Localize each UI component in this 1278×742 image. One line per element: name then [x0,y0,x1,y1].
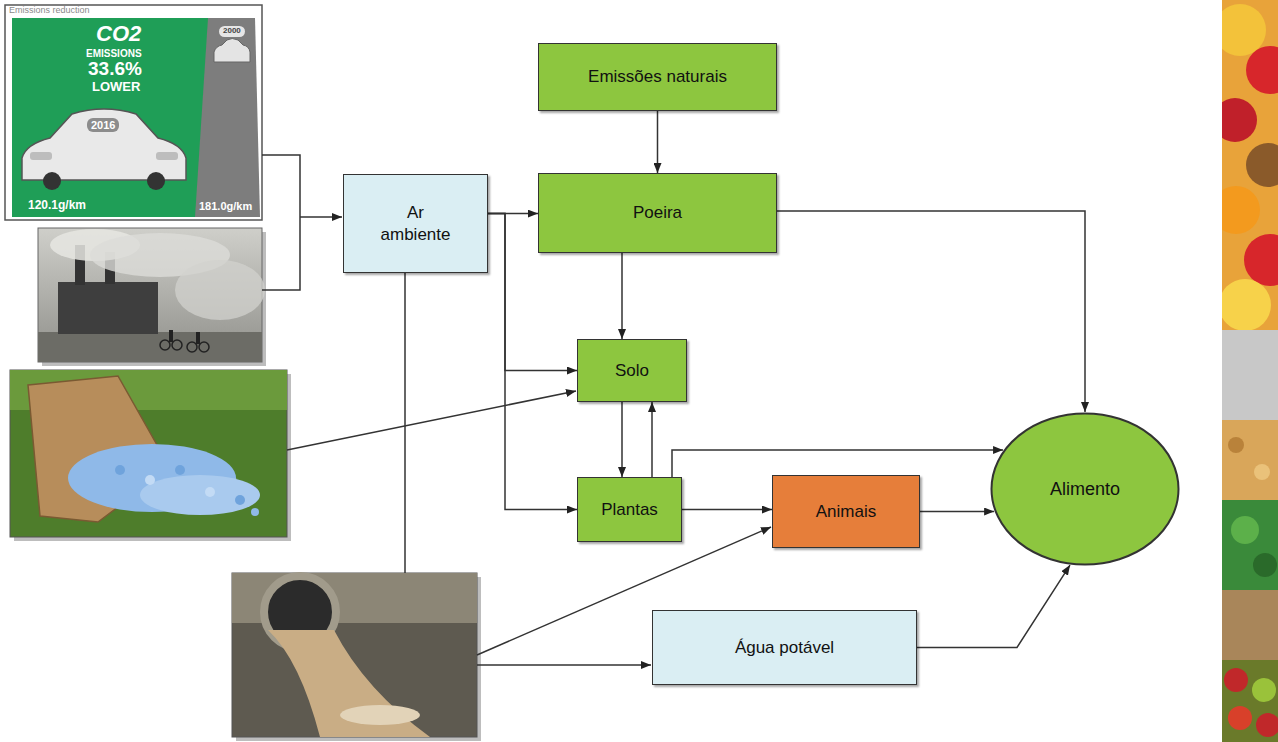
flow-arrow [657,111,659,173]
granule [145,475,155,485]
apple [1256,713,1278,737]
year-tag: 2000 [219,26,245,37]
apple [1224,668,1248,692]
headlight [156,152,178,160]
compartment-box: Animais [772,475,920,548]
flow-arrow [651,402,653,477]
factory-building [58,282,158,334]
picture-text: LOWER [92,80,140,94]
flow-arrow [488,214,577,510]
foam [340,705,420,725]
compartment-box: Solo [577,339,687,402]
flow-arrow [777,211,1085,412]
leader-line [404,273,406,573]
cyclist [160,340,170,350]
flow-arrow [621,402,623,477]
node-label: Plantas [601,499,658,520]
bean [1228,437,1244,453]
node-label: Alimento [1050,478,1120,501]
granule [251,508,259,516]
road [195,18,260,217]
flow-arrow [917,565,1070,647]
compartment-box: Poeira [538,173,777,253]
compartment-box: Plantas [577,477,682,542]
cyclist [187,342,197,352]
cyclist [196,332,200,344]
car-2016 [22,109,186,180]
fruit [1222,279,1271,331]
flow-arrow [920,511,994,513]
grass [10,370,287,537]
cyclist [169,330,173,342]
flow-arrow [621,253,623,339]
cyclist [199,342,209,352]
node-label: Animais [816,501,876,522]
bracket [262,155,300,290]
picture-caption: Emissions reduction [9,6,90,16]
emissions-graphic [5,5,262,220]
picture-text: EMISSIONS [86,48,142,59]
medium-box: Água potável [652,610,917,685]
leader-arrow [300,216,342,218]
green-panel [12,18,208,217]
emission-value: 181.0g/km [199,200,252,212]
smoke [175,260,265,320]
fruit [1222,98,1257,142]
node-label: Poeira [633,202,682,223]
fruit [1222,186,1260,234]
apple [1252,678,1276,702]
granules [140,475,260,515]
beans-photo [1222,420,1278,500]
ellipse-shape [992,414,1179,565]
leaf [1253,553,1277,577]
node-label: Emissões naturais [588,66,727,87]
node-label: Ar ambiente [378,202,453,245]
car-2000 [214,39,250,63]
flow-arrow [672,450,1003,477]
greens-photo [1222,500,1278,590]
emission-value: 120.1g/km [28,199,86,212]
fruit [1246,46,1278,94]
fruit [1244,234,1278,286]
granule [115,465,125,475]
granule [205,487,215,497]
sewage-photo [232,573,481,741]
source-box: Emissões naturais [538,43,777,111]
leaf [1231,516,1259,544]
picture-frame [5,5,262,220]
picture-text: 33.6% [88,59,142,80]
wheel [43,172,61,190]
bean [1254,464,1270,480]
medium-box: Ar ambiente [343,174,488,273]
sewage-water [268,630,430,737]
leader-arrow [477,664,651,666]
apple [1228,706,1252,730]
food-photos [1222,0,1278,742]
headlight [30,152,52,160]
fertilizer-photo [10,370,291,541]
concrete [232,573,477,737]
fruit [1246,143,1278,187]
node-label: Solo [615,360,649,381]
grain-photo [1222,330,1278,420]
fruit [1222,4,1266,56]
cyclist [172,340,182,350]
ground [38,332,262,362]
granule [175,465,185,475]
year-tag: 2016 [87,118,119,132]
grain-photo [1222,590,1278,660]
factory-photo [38,228,266,366]
target-ellipse: Alimento [990,412,1180,566]
granule [235,495,245,505]
leader-arrow [287,391,576,450]
picture-text: CO2 [96,22,141,46]
wheel [147,172,165,190]
flow-arrow [682,509,772,511]
node-label: Água potável [735,637,834,658]
